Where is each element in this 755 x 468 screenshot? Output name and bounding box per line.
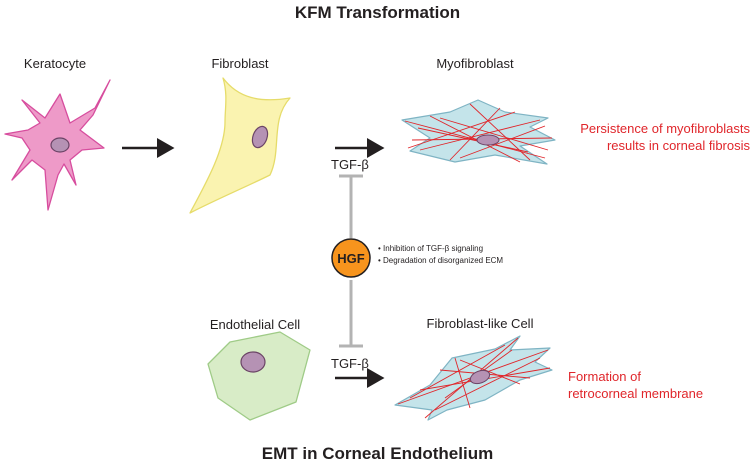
myofibroblast-label: Myofibroblast — [436, 56, 514, 71]
fibrosis-outcome-line2: results in corneal fibrosis — [606, 138, 750, 153]
myofibroblast-cell — [401, 99, 556, 165]
fibroblast-like-cell-label: Fibroblast-like Cell — [426, 316, 534, 331]
tgf-beta-bottom-label: TGF-β — [331, 356, 369, 371]
keratocyte-label: Keratocyte — [23, 56, 87, 71]
hgf-label: HGF — [337, 251, 365, 266]
hgf-effects-list: • Inhibition of TGF-β signaling • Degrad… — [378, 243, 503, 267]
membrane-outcome-line2: retrocorneal membrane — [568, 386, 704, 401]
hgf-node: HGF — [331, 238, 371, 278]
hgf-effect-item: • Degradation of disorganized ECM — [378, 256, 504, 265]
fibrosis-outcome-line1: Persistence of myofibroblasts — [580, 121, 750, 136]
endothelial-cell — [207, 331, 311, 421]
membrane-outcome: Formation of retrocorneal membrane — [568, 368, 738, 402]
keratocyte-cell — [4, 79, 111, 211]
fibrosis-outcome: Persistence of myofibroblasts results in… — [560, 120, 750, 154]
fibroblast-cell — [189, 77, 291, 214]
hgf-effect-item: • Inhibition of TGF-β signaling — [378, 244, 484, 253]
emt-title: EMT in Corneal Endothelium — [261, 444, 494, 463]
fibroblast-like-cell — [394, 335, 553, 421]
kfm-title: KFM Transformation — [294, 3, 461, 22]
endothelial-cell-label: Endothelial Cell — [209, 317, 301, 332]
membrane-outcome-line1: Formation of — [568, 369, 641, 384]
tgf-beta-top-label: TGF-β — [331, 157, 369, 172]
fibroblast-label: Fibroblast — [211, 56, 269, 71]
